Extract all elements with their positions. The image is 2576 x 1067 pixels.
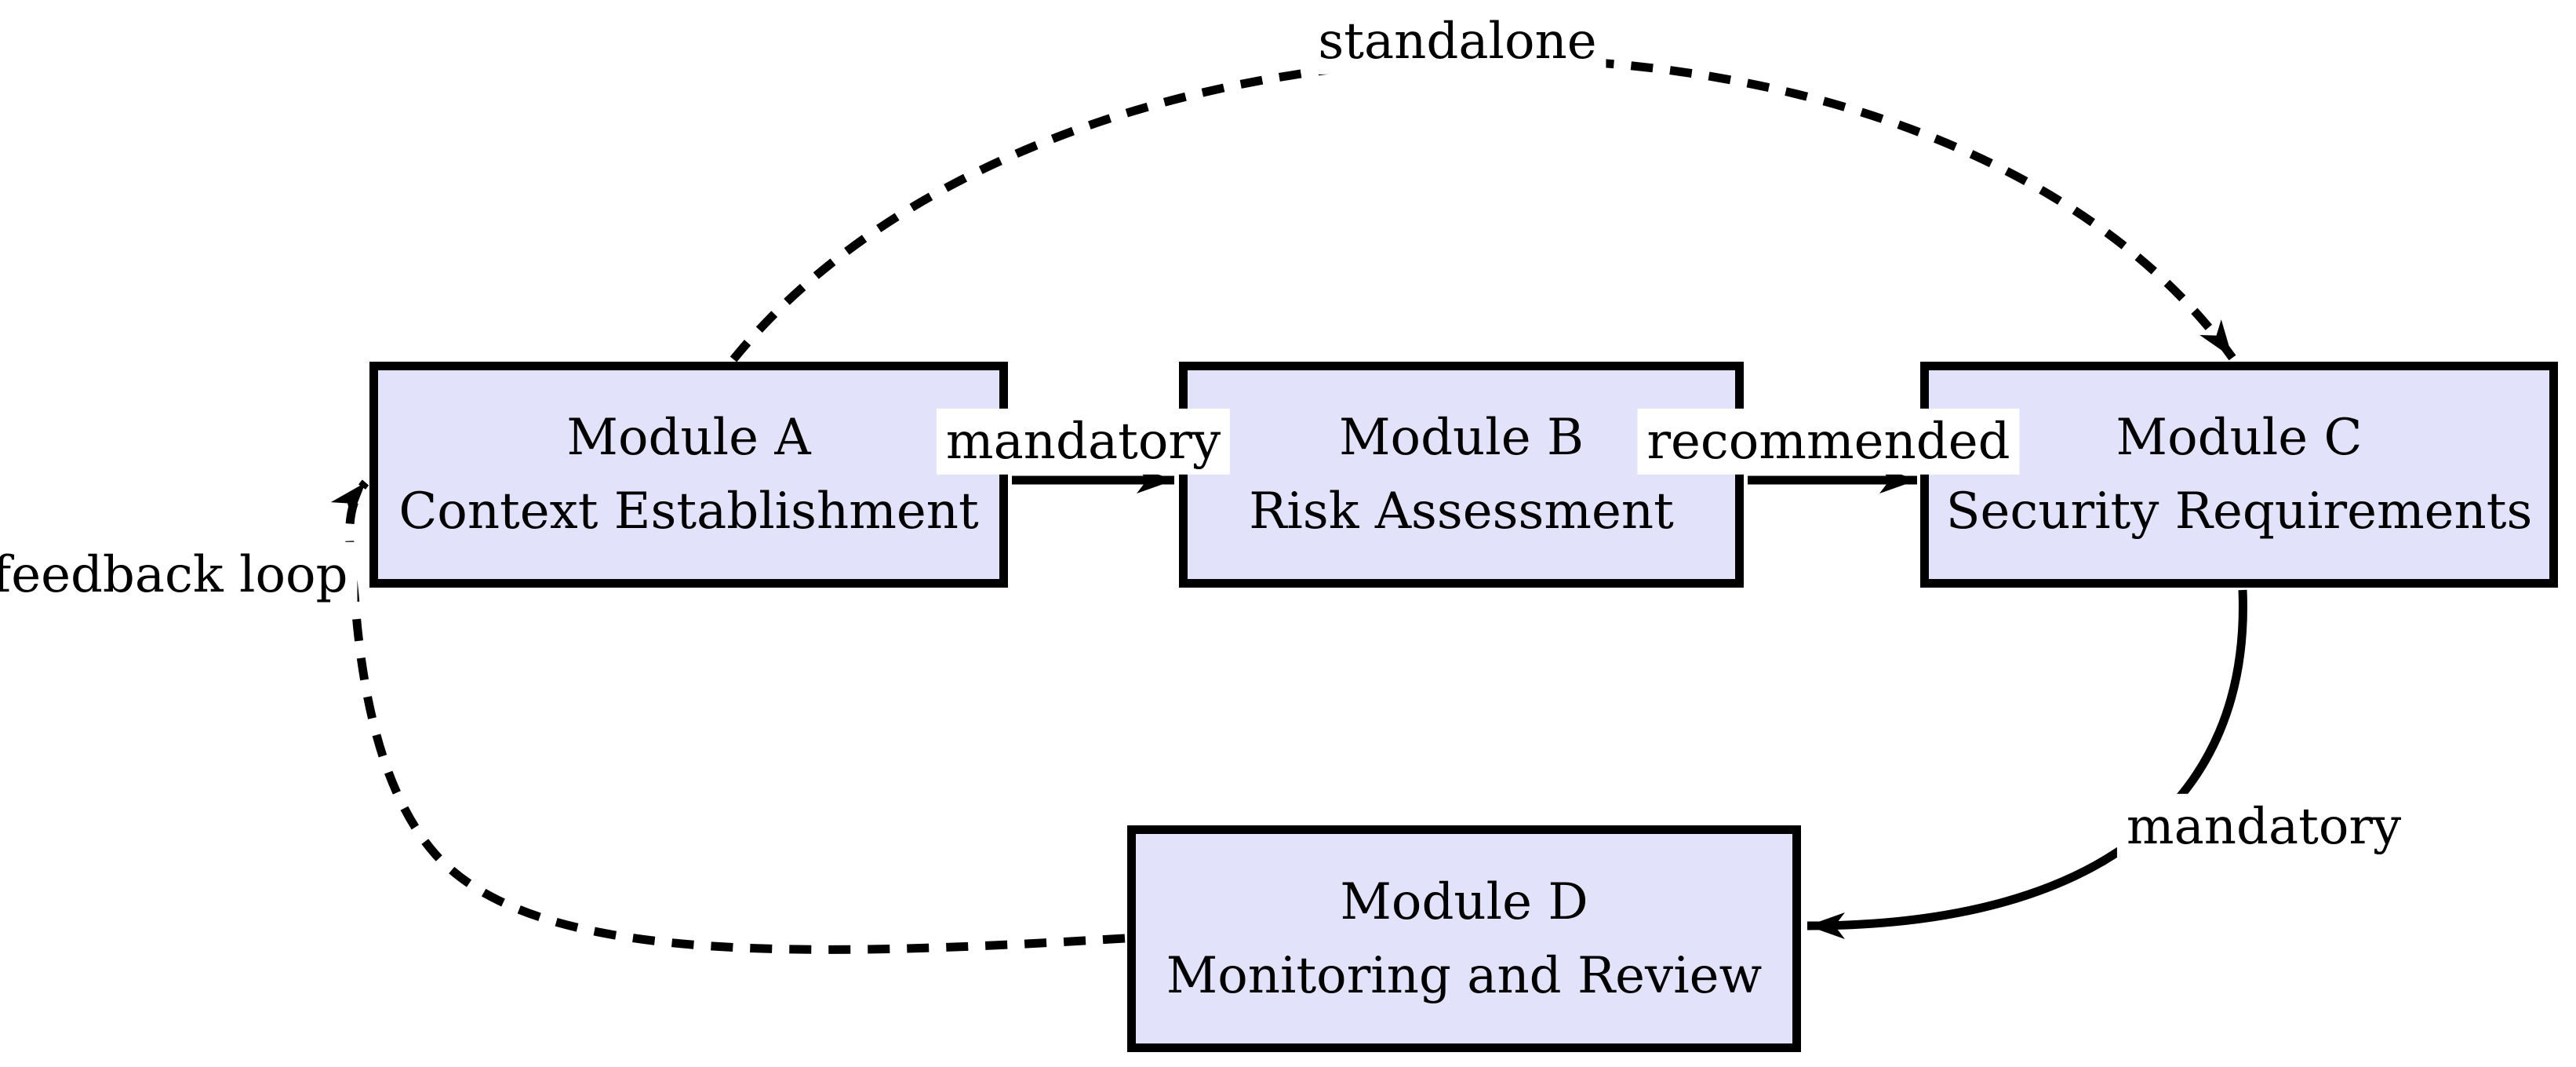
module-d-node: Module D Monitoring and Review <box>1127 825 1801 1052</box>
module-d-title: Module D <box>1340 872 1588 931</box>
module-a-node: Module A Context Establishment <box>369 362 1008 588</box>
module-d-subtitle: Monitoring and Review <box>1166 946 1763 1005</box>
module-c-title: Module C <box>2116 409 2363 467</box>
edge-c-to-d-arrow <box>1806 589 2247 939</box>
edge-a-to-c-standalone-arrow <box>730 54 2236 362</box>
edge-label-mandatory-c-d: mandatory <box>2116 793 2411 861</box>
edge-d-to-a-feedback-arrow <box>330 479 1126 954</box>
module-a-subtitle: Context Establishment <box>398 483 979 541</box>
edge-label-feedback-loop: feedback loop <box>0 541 358 609</box>
module-c-subtitle: Security Requirements <box>1945 483 2533 541</box>
edge-label-mandatory-a-b: mandatory <box>936 408 1231 475</box>
edge-label-standalone: standalone <box>1308 8 1606 75</box>
module-b-subtitle: Risk Assessment <box>1249 483 1674 541</box>
module-b-title: Module B <box>1339 409 1584 467</box>
module-a-title: Module A <box>566 409 811 467</box>
module-c-node: Module C Security Requirements <box>1920 362 2558 588</box>
edge-label-recommended: recommended <box>1637 408 2020 475</box>
